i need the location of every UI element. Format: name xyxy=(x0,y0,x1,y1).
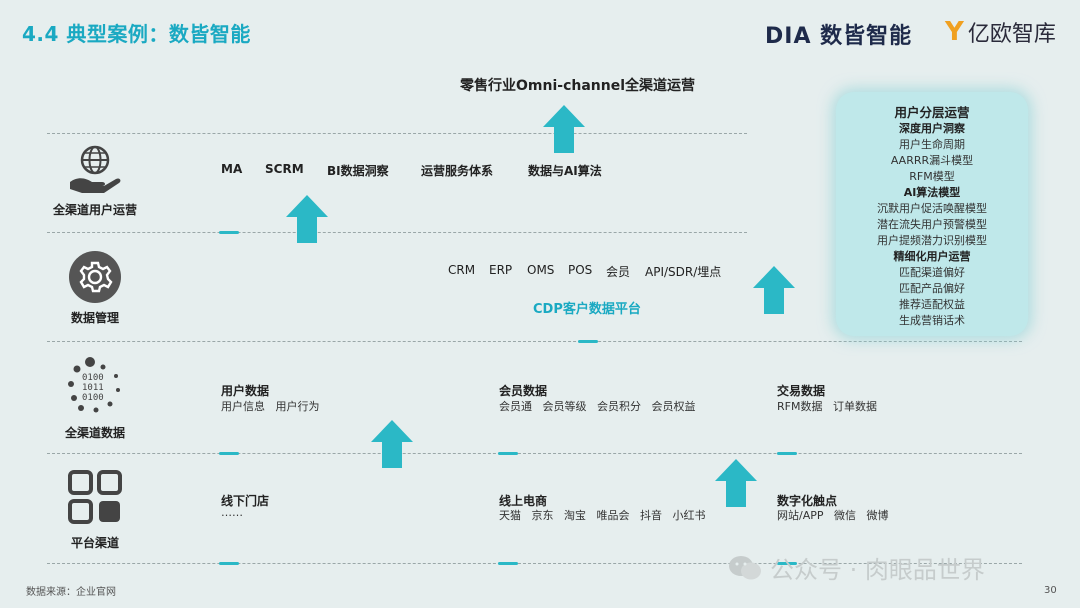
gear-icon xyxy=(69,251,121,303)
panel-line: 匹配渠道偏好 xyxy=(899,266,965,279)
panel-line: 生成营销话术 xyxy=(899,314,965,327)
data-group-detail: 会员通 会员等级 会员积分 会员权益 xyxy=(499,400,696,413)
row2-item: CRM xyxy=(448,263,476,277)
up-arrow-icon xyxy=(543,105,585,153)
panel-line: AARRR漏斗模型 xyxy=(890,154,974,167)
panel-line: 匹配产品偏好 xyxy=(899,282,965,295)
channel-group-detail: 网站/APP 微信 微博 xyxy=(777,509,889,522)
up-arrow-icon xyxy=(715,459,757,507)
separator-line xyxy=(47,232,747,233)
tick-mark xyxy=(219,231,239,234)
row2-item: OMS xyxy=(527,263,555,277)
tick-mark xyxy=(219,562,239,565)
binary-dots-icon: 0100 1011 0100 xyxy=(68,357,120,413)
row2-item: API/SDR/埋点 xyxy=(645,265,722,279)
row-label: 全渠道用户运营 xyxy=(52,203,137,217)
separator-line xyxy=(47,133,747,134)
row-label: 全渠道数据 xyxy=(64,426,125,440)
data-group-detail: 用户信息 用户行为 xyxy=(221,400,320,413)
tick-mark xyxy=(578,340,598,343)
separator-line xyxy=(47,341,1022,342)
tick-mark xyxy=(777,452,797,455)
panel-line: 推荐适配权益 xyxy=(899,298,965,311)
tick-mark xyxy=(777,562,797,565)
page-title: 4.4 典型案例：数皆智能 xyxy=(22,22,251,46)
up-arrow-icon xyxy=(753,266,795,314)
data-group-title: 交易数据 xyxy=(777,384,826,398)
page-number: 30 xyxy=(1044,585,1057,596)
globe-hand-icon xyxy=(70,145,121,193)
svg-text:0100: 0100 xyxy=(82,393,104,403)
row2-item: ERP xyxy=(489,263,513,277)
row2-item: POS xyxy=(568,263,593,277)
panel-line: 用户生命周期 xyxy=(899,138,965,151)
diagram-top-heading: 零售行业Omni-channel全渠道运营 xyxy=(460,78,696,94)
panel-line: RFM模型 xyxy=(909,170,955,183)
data-group-title: 用户数据 xyxy=(221,384,270,398)
watermark: 公众号 · 肉眼品世界 xyxy=(728,550,985,585)
panel-section-heading: 精细化用户运营 xyxy=(893,250,971,263)
channel-group-detail: …… xyxy=(221,506,243,519)
up-arrow-icon xyxy=(371,420,413,468)
data-source-note: 数据来源：企业官网 xyxy=(26,587,116,598)
yiou-mark-icon: Y xyxy=(945,17,964,47)
panel-line: 潜在流失用户预警模型 xyxy=(877,218,987,231)
svg-text:1011: 1011 xyxy=(82,383,104,393)
panel-title: 用户分层运营 xyxy=(894,105,970,120)
up-arrow-icon xyxy=(286,195,328,243)
panel-line: 沉默用户促活唤醒模型 xyxy=(877,202,987,215)
wechat-icon xyxy=(729,555,761,579)
channel-group-title: 数字化触点 xyxy=(777,494,838,508)
tick-mark xyxy=(498,452,518,455)
separator-line xyxy=(47,453,1022,454)
row-label: 平台渠道 xyxy=(70,536,119,550)
dia-logo: DIA 数皆智能 xyxy=(765,24,913,49)
row1-item: MA xyxy=(221,162,243,176)
separator-line xyxy=(47,563,1022,564)
row2-item: 会员 xyxy=(606,265,631,279)
channel-group-title: 线下门店 xyxy=(221,494,270,508)
channel-group-detail: 天猫 京东 淘宝 唯品会 抖音 小红书 xyxy=(499,509,706,522)
row1-item: BI数据洞察 xyxy=(327,164,389,178)
grid-apps-icon xyxy=(68,470,122,524)
tick-mark xyxy=(498,562,518,565)
panel-section-heading: AI算法模型 xyxy=(903,186,961,199)
row1-item: 运营服务体系 xyxy=(421,164,494,178)
panel-line: 用户提频潜力识别模型 xyxy=(877,234,987,247)
watermark-text: 公众号 · 肉眼品世界 xyxy=(770,556,985,584)
row-label: 数据管理 xyxy=(70,311,119,325)
row1-item: 数据与AI算法 xyxy=(528,164,602,178)
row1-item: SCRM xyxy=(265,162,304,176)
cdp-platform-label: CDP客户数据平台 xyxy=(533,302,641,317)
user-segmentation-panel: 用户分层运营 深度用户洞察 用户生命周期 AARRR漏斗模型 RFM模型 AI算… xyxy=(836,92,1028,336)
tick-mark xyxy=(219,452,239,455)
yiou-logo: Y 亿欧智库 xyxy=(945,16,1056,48)
data-group-title: 会员数据 xyxy=(499,384,548,398)
data-group-detail: RFM数据 订单数据 xyxy=(777,400,877,413)
channel-group-title: 线上电商 xyxy=(499,494,548,508)
yiou-logo-text: 亿欧智库 xyxy=(967,22,1056,47)
panel-section-heading: 深度用户洞察 xyxy=(899,122,965,135)
svg-text:0100: 0100 xyxy=(82,373,104,383)
